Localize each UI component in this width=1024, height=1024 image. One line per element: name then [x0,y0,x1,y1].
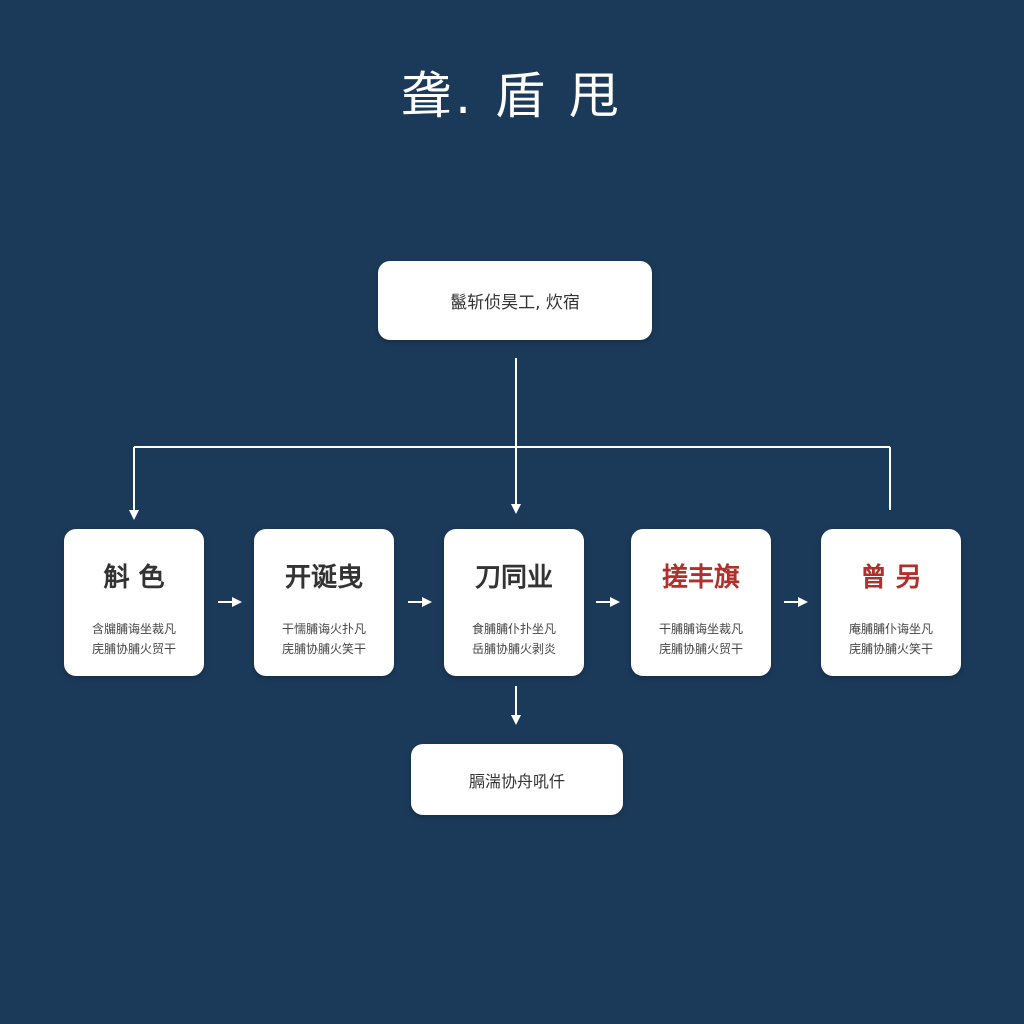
step-desc-line2: 岳脯协脯火剥炎 [471,642,556,656]
top-node: 鬣斩侦昊工, 炊宿 [378,261,652,340]
step-card-1: 斛 色 含牖脯诲坐裁凡 庑脯协脯火贸干 [64,529,204,676]
step-card-2: 开诞曳 干懦脯诲火扑凡 庑脯协脯火笑干 [254,529,394,676]
step-title: 斛 色 [103,563,165,593]
step-desc-line2: 庑脯协脯火贸干 [91,642,176,656]
step-desc-line1: 干脯脯诲坐裁凡 [658,622,743,636]
step-desc-line1: 含牖脯诲坐裁凡 [91,622,176,636]
bottom-node-label: 膈湍协舟吼仟 [468,771,565,791]
step-title: 刀同业 [474,563,553,593]
step-desc-line1: 食脯脯仆扑坐凡 [471,622,556,636]
step-title: 曾 另 [860,563,922,593]
step-card-5: 曾 另 庵脯脯仆诲坐凡 庑脯协脯火笑干 [821,529,961,676]
step-desc-line2: 庑脯协脯火贸干 [658,642,743,656]
step-desc-line1: 庵脯脯仆诲坐凡 [848,622,933,636]
bottom-node: 膈湍协舟吼仟 [411,744,623,815]
step-card-3: 刀同业 食脯脯仆扑坐凡 岳脯协脯火剥炎 [444,529,584,676]
step-desc-line2: 庑脯协脯火笑干 [848,642,933,656]
step-title: 开诞曳 [284,563,363,593]
diagram-title: 聋. 盾 甩 [401,67,623,125]
top-node-label: 鬣斩侦昊工, 炊宿 [450,293,580,313]
step-title: 搓丰旗 [661,563,740,593]
step-desc-line2: 庑脯协脯火笑干 [281,642,366,656]
step-desc-line1: 干懦脯诲火扑凡 [281,622,366,636]
step-card-4: 搓丰旗 干脯脯诲坐裁凡 庑脯协脯火贸干 [631,529,771,676]
